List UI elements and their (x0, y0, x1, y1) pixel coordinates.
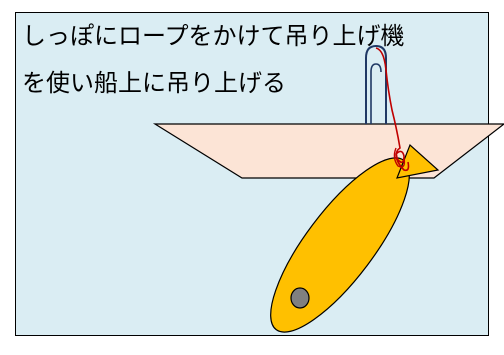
rope-line (375, 47, 410, 172)
ship-hull (152, 123, 504, 179)
fish-eye (290, 287, 310, 309)
hoist-hook (370, 63, 382, 124)
caption-line-2: を使い船上に吊り上げる (22, 69, 286, 97)
caption-line-1: しっぽにロープをかけて吊り上げ機 (22, 22, 405, 50)
rope-knot (393, 147, 406, 168)
hoist-arm (365, 44, 387, 124)
hoist-hook-icon (365, 44, 387, 124)
